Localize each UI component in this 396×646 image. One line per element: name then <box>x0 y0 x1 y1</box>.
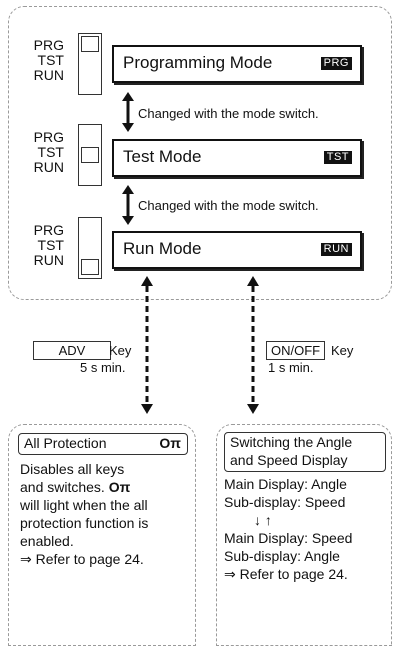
switch-slot <box>81 147 99 163</box>
switch-label-run: RUN <box>33 67 64 83</box>
mode-title: Test Mode <box>123 147 202 166</box>
adv-key[interactable]: ADV <box>33 341 111 360</box>
changed-note: Changed with the mode switch. <box>138 106 319 121</box>
key-lock-icon: Oπ <box>159 435 181 451</box>
mode-box-run: Run Mode RUN <box>112 231 362 269</box>
dashed-arrow-onoff <box>247 276 259 414</box>
switch-label-tst: TST <box>37 52 64 68</box>
mode-badge: RUN <box>320 243 352 256</box>
all-protection-title: All Protection <box>24 435 107 451</box>
switch-label-prg: PRG <box>33 129 64 145</box>
body-line: enabled. <box>20 533 74 549</box>
angle-speed-title-line: and Speed Display <box>230 452 348 468</box>
mode-title: Run Mode <box>123 239 202 258</box>
switch-label-run: RUN <box>33 252 64 268</box>
mode-badge: TST <box>323 151 352 164</box>
mode-box-test: Test Mode TST <box>112 139 362 177</box>
arrows-down-up: ↓ ↑ <box>254 512 272 528</box>
mode-switch[interactable] <box>78 124 102 186</box>
switch-label-tst: TST <box>37 237 64 253</box>
onoff-key-time: 1 s min. <box>268 360 314 375</box>
mode-panel-frame <box>8 6 392 300</box>
switch-slot <box>81 36 99 52</box>
body-line-with-icon: and switches. Oπ <box>20 478 195 496</box>
switch-labels: PRG TST RUN <box>30 130 64 175</box>
switch-labels: PRG TST RUN <box>30 38 64 83</box>
changed-note: Changed with the mode switch. <box>138 198 319 213</box>
switch-label-prg: PRG <box>33 37 64 53</box>
body-line: Disables all keys <box>20 461 125 477</box>
onoff-key-suffix: Key <box>331 343 354 358</box>
body-line: Sub-display: Angle <box>224 548 340 564</box>
key-lock-icon: Oπ <box>108 479 131 495</box>
mode-switch[interactable] <box>78 33 102 95</box>
double-arrow-icon <box>122 185 134 225</box>
angle-speed-title-box: Switching the Angle and Speed Display <box>224 432 386 472</box>
mode-badge: PRG <box>320 57 352 70</box>
onoff-key[interactable]: ON/OFF <box>266 341 326 360</box>
adv-key-suffix: Key <box>109 343 132 358</box>
body-line: ⇒ Refer to page 24. <box>224 566 348 582</box>
body-line: will light when the all <box>20 497 148 513</box>
switch-label-tst: TST <box>37 144 64 160</box>
all-protection-body: Disables all keys and switches. Oπ will … <box>20 460 195 568</box>
switch-labels: PRG TST RUN <box>30 223 64 268</box>
body-line: protection function is <box>20 515 149 531</box>
body-line: and switches. <box>20 479 105 495</box>
all-protection-title-box: All Protection Oπ <box>18 433 188 455</box>
switch-label-run: RUN <box>33 159 64 175</box>
angle-speed-title-line: Switching the Angle <box>230 434 353 450</box>
body-line: Main Display: Speed <box>224 530 353 546</box>
switch-label-prg: PRG <box>33 222 64 238</box>
angle-speed-body: Main Display: Angle Sub-display: Speed ↓… <box>224 475 389 583</box>
adv-key-time: 5 s min. <box>80 360 126 375</box>
switch-slot <box>81 259 99 275</box>
mode-box-programming: Programming Mode PRG <box>112 45 362 83</box>
double-arrow-icon <box>122 92 134 132</box>
body-line: ⇒ Refer to page 24. <box>20 551 144 567</box>
body-line: Sub-display: Speed <box>224 494 346 510</box>
dashed-arrow-adv <box>141 276 153 414</box>
body-line: Main Display: Angle <box>224 476 347 492</box>
mode-title: Programming Mode <box>123 53 273 72</box>
mode-switch[interactable] <box>78 217 102 279</box>
